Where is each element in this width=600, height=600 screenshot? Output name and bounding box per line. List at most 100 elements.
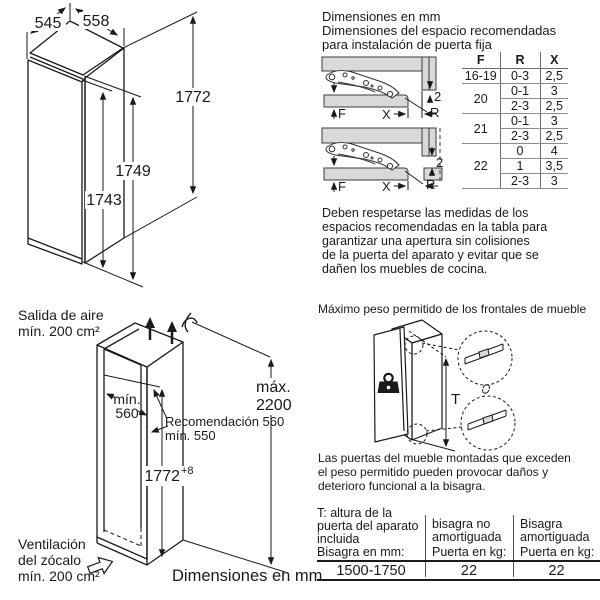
dimension-label-backgrounds	[31, 12, 212, 209]
cell-f: 22	[462, 143, 500, 189]
depth-recommendation-line2: mín. 550	[165, 428, 216, 443]
hinge2-r-label: R	[426, 177, 435, 192]
spacing-note: Deben respetarse las medidas de los espa…	[322, 206, 547, 276]
note-line: el peso permitido pueden provocar daños …	[318, 465, 549, 479]
hinge1-f-label: F	[338, 106, 346, 121]
col-header-r: R	[499, 52, 540, 69]
table-row: 2-3 2,5	[462, 128, 568, 144]
dim-height-front-label: 1743	[86, 192, 122, 209]
niche-outline	[96, 322, 184, 566]
cell-r: 1	[499, 158, 540, 174]
cell-x: 4	[539, 143, 568, 159]
table-col3-subheader: Puerta en kg:	[520, 545, 595, 559]
hinge1-x-label: X	[382, 107, 391, 122]
plinth-airflow-arrow	[86, 556, 114, 575]
table-row: 20 0-1 3	[462, 83, 568, 114]
damped-door-weight-value: 22	[548, 563, 565, 579]
hinge-detail-top: 2 F X R	[321, 56, 441, 122]
table-row: 1 3,5	[462, 158, 568, 174]
header-line: incluida	[317, 532, 360, 546]
fridge-dimensions-drawing: 545 558 1772 1749 1743	[26, 3, 212, 288]
cell-x: 3	[539, 173, 568, 189]
header-line: Bisagra	[520, 517, 563, 531]
note-line: garantizar una apertura sin colisiones	[322, 234, 530, 248]
cell-x: 2,5	[539, 98, 568, 114]
dimension-lines	[26, 3, 198, 288]
table-row: 22 0 4	[462, 143, 568, 189]
table-col3-header: Bisagra amortiguada	[520, 518, 590, 544]
note-line: de la puerta del aparato y evitar que se	[322, 248, 539, 262]
cell-r: 2-3	[499, 173, 540, 189]
hinge-weight-table: T: altura de la puerta del aparato inclu…	[317, 503, 600, 583]
weight-lock-icon	[377, 372, 400, 393]
cell-x: 3	[539, 83, 568, 99]
niche-width-label-line1: mín.	[113, 391, 140, 407]
col-header-f: F	[462, 52, 500, 69]
gap-recommendation-table: F R X 16-19 0-3 2,5 20 0-1 3 2-3 2,5 21	[462, 52, 568, 189]
cell-r: 0-1	[499, 83, 540, 99]
header-line: puerta del aparato	[317, 519, 419, 533]
cell-x: 2,5	[539, 128, 568, 144]
table-rule	[317, 579, 600, 581]
header-line: amortiguada	[432, 530, 502, 544]
max-height-label-line1: máx.	[256, 379, 291, 396]
table-col1-header: T: altura de la puerta del aparato inclu…	[317, 507, 418, 546]
dim-width-label: 558	[83, 13, 110, 30]
niche-label-backgrounds	[143, 378, 294, 486]
cell-x: 3,5	[539, 158, 568, 174]
table-col1-subheader: Bisagra en mm:	[317, 545, 405, 559]
plinth-vent-label-line1: Ventilación	[18, 536, 86, 552]
plinth-vent-label-line2: del zócalo	[18, 552, 81, 568]
hinge-detail-bottom: 2 F X R	[321, 127, 443, 194]
niche-width-label-line2: 560	[115, 405, 139, 421]
dim-height-total-label: 1772	[175, 89, 211, 106]
door-weight-drawing: T	[373, 319, 516, 452]
plinth-vent-label-line3: mín. 200 cm²	[18, 568, 100, 584]
cell-r: 2-3	[499, 128, 540, 144]
hinge-zoom-circles	[404, 330, 516, 451]
door-weight-note: Las puertas del mueble montadas que exce…	[318, 451, 571, 493]
cell-f: 20	[462, 83, 500, 114]
dim-height-rear-label: 1749	[115, 163, 151, 180]
header-line: amortiguada	[520, 530, 590, 544]
hinge1-r-label: R	[430, 105, 439, 120]
cell-f: 16-19	[462, 68, 500, 84]
cell-r: 0-1	[499, 113, 540, 129]
hinge-mechanism	[325, 70, 400, 99]
max-weight-title: Máximo peso permitido de los frontales d…	[318, 302, 587, 316]
air-outlet-label-line2: mín. 200 cm²	[18, 323, 100, 339]
cell-r: 0	[499, 143, 540, 159]
dimensions-title: Dimensiones en mm	[322, 9, 441, 24]
niche-height-label: 1772	[144, 468, 180, 485]
table-rule	[317, 560, 600, 562]
table-divider	[513, 515, 514, 577]
undamped-door-weight-value: 22	[460, 563, 478, 579]
hinge2-x-label: X	[382, 179, 391, 194]
t-height-label: T	[451, 391, 460, 408]
cell-f: 21	[462, 113, 500, 144]
table-row: 2-3 3	[462, 173, 568, 189]
hinge-range-value: 1500-1750	[336, 563, 406, 579]
table-row: 21 0-1 3	[462, 113, 568, 144]
dimensions-caption: Dimensiones en mm	[172, 567, 322, 585]
cell-x: 2,5	[539, 68, 568, 84]
cell-x: 3	[539, 113, 568, 129]
niche-height-tolerance-label: +8	[181, 465, 194, 477]
recommended-space-subtitle-line1: Dimensiones del espacio recomendadas	[322, 23, 557, 38]
t-dimension	[409, 357, 456, 452]
table-row: 16-19 0-3 2,5	[462, 68, 568, 84]
depth-recommendation-line1: Recomendación 560	[165, 414, 284, 429]
air-swirl-icon	[181, 312, 198, 333]
note-line: dañen los muebles de cocina.	[322, 262, 488, 276]
hinge2-f-label: F	[338, 179, 346, 194]
table-row: 2-3 2,5	[462, 98, 568, 114]
table-col2-subheader: Puerta en kg:	[432, 545, 507, 559]
hinge-gap-detail-drawings: 2 F X R	[321, 56, 443, 194]
table-divider	[425, 515, 426, 577]
cell-r: 2-3	[499, 98, 540, 114]
table-header-row: F R X	[462, 52, 568, 69]
niche-installation-drawing: Salida de aire mín. 200 cm² mín. 560 Rec…	[18, 307, 322, 585]
header-line: bisagra no	[432, 517, 491, 531]
note-line: Las puertas del mueble montadas que exce…	[318, 451, 571, 465]
